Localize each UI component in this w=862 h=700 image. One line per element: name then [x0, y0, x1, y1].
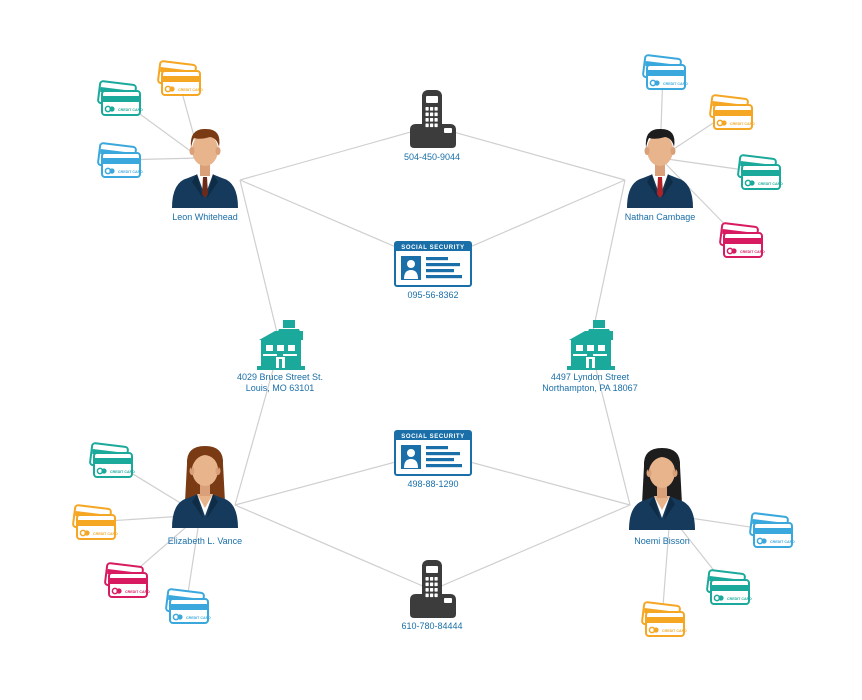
link-line: [239, 125, 433, 181]
card-link-line: [661, 514, 671, 620]
credit-card-text: CREDIT CARD: [727, 597, 752, 601]
ssn-number-label: 095-56-8362: [407, 290, 459, 300]
credit-card-icon[interactable]: CREDIT CARD: [165, 588, 211, 624]
phone-number-label: 504-450-9044: [403, 152, 461, 162]
credit-card-text: CREDIT CARD: [118, 108, 143, 112]
phone-icon[interactable]: [410, 560, 456, 618]
link-line: [234, 344, 281, 506]
credit-card-text: CREDIT CARD: [118, 170, 143, 174]
ssn-card-header: SOCIAL SECURITY: [401, 434, 465, 440]
person-avatar-icon[interactable]: [172, 446, 238, 528]
credit-card-icon[interactable]: CREDIT CARD: [709, 94, 755, 130]
person-name-label: Elizabeth L. Vance: [167, 536, 243, 546]
address-label: 4497 Lyndon Street Northampton, PA 18067: [542, 372, 638, 393]
credit-card-text: CREDIT CARD: [663, 82, 688, 86]
credit-card-icon[interactable]: CREDIT CARD: [97, 142, 143, 178]
social-security-card-icon[interactable]: SOCIAL SECURITY: [394, 241, 472, 287]
credit-card-icon[interactable]: CREDIT CARD: [749, 512, 795, 548]
person-avatar-icon[interactable]: [629, 448, 695, 530]
phone-icon[interactable]: [410, 90, 456, 148]
credit-card-text: CREDIT CARD: [178, 88, 203, 92]
credit-card-text: CREDIT CARD: [93, 532, 118, 536]
credit-card-text: CREDIT CARD: [758, 182, 783, 186]
credit-card-text: CREDIT CARD: [662, 629, 687, 633]
ssn-card-header: SOCIAL SECURITY: [401, 245, 465, 251]
link-line: [589, 344, 631, 506]
person-avatar-icon[interactable]: [172, 128, 238, 208]
credit-card-icon[interactable]: CREDIT CARD: [72, 504, 118, 540]
link-line: [431, 125, 626, 181]
social-security-card-icon[interactable]: SOCIAL SECURITY: [394, 430, 472, 476]
credit-card-text: CREDIT CARD: [110, 470, 135, 474]
link-line: [431, 504, 631, 591]
house-icon[interactable]: [257, 320, 305, 370]
phone-number-label: 610-780-84444: [401, 621, 463, 631]
credit-card-icon[interactable]: CREDIT CARD: [642, 54, 688, 90]
credit-card-text: CREDIT CARD: [740, 250, 765, 254]
link-line: [589, 179, 626, 346]
credit-card-text: CREDIT CARD: [730, 122, 755, 126]
person-name-label: Noemi Bisson: [634, 536, 690, 546]
credit-card-text: CREDIT CARD: [125, 590, 150, 594]
credit-card-icon[interactable]: CREDIT CARD: [641, 601, 687, 637]
address-label: 4029 Bruce Street St. Louis, MO 63101: [236, 372, 324, 393]
links-layer: [92, 71, 771, 620]
credit-card-icon[interactable]: CREDIT CARD: [737, 154, 783, 190]
link-line: [234, 504, 433, 591]
credit-card-text: CREDIT CARD: [770, 540, 795, 544]
credit-card-text: CREDIT CARD: [186, 616, 211, 620]
credit-card-icon[interactable]: CREDIT CARD: [97, 80, 143, 116]
person-name-label: Nathan Cambage: [624, 212, 696, 222]
credit-card-icon[interactable]: CREDIT CARD: [719, 222, 765, 258]
credit-card-icon[interactable]: CREDIT CARD: [157, 60, 203, 96]
ssn-number-label: 498-88-1290: [407, 479, 459, 489]
credit-card-icon[interactable]: CREDIT CARD: [706, 569, 752, 605]
link-line: [239, 179, 281, 346]
credit-card-icon[interactable]: CREDIT CARD: [104, 562, 150, 598]
house-icon[interactable]: [567, 320, 615, 370]
credit-card-icon[interactable]: CREDIT CARD: [89, 442, 135, 478]
person-avatar-icon[interactable]: [627, 128, 693, 208]
person-name-label: Leon Whitehead: [172, 212, 238, 222]
